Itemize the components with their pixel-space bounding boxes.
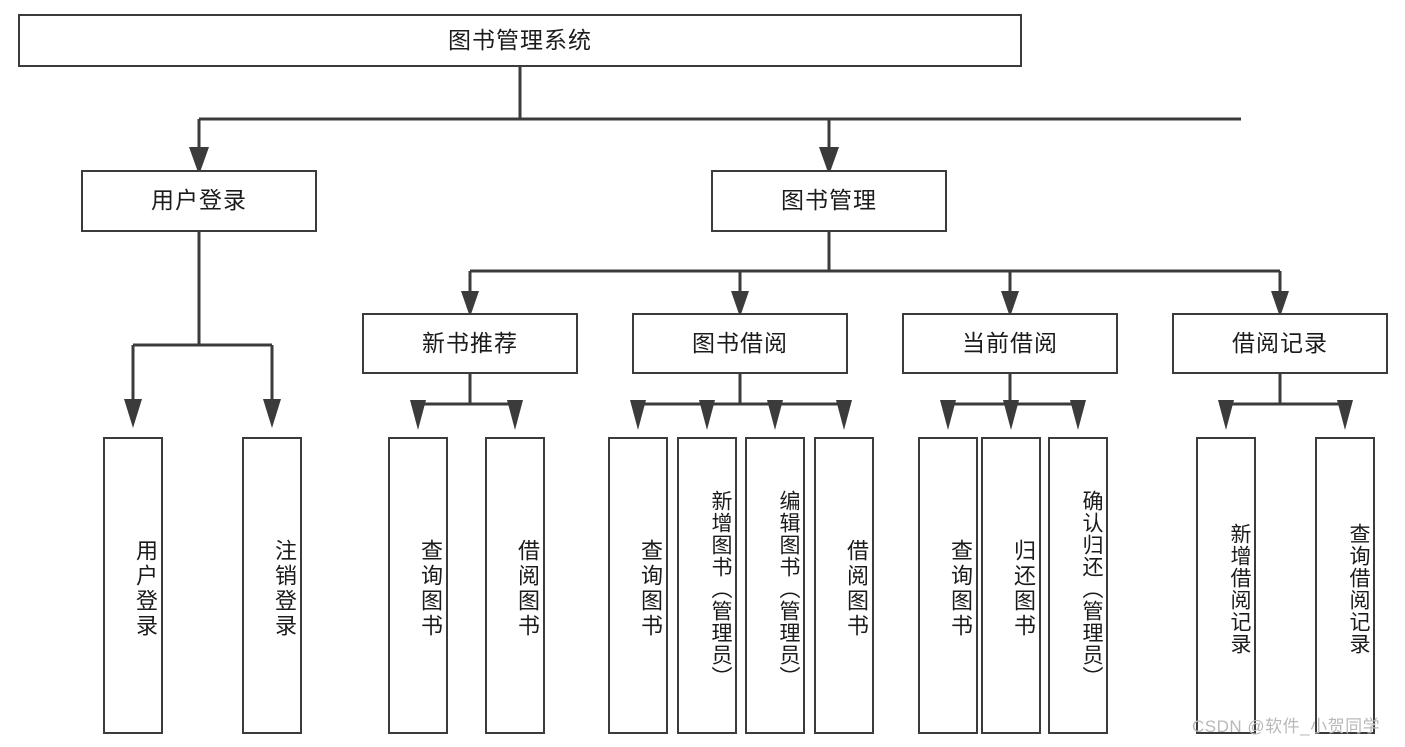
node-leaf-return-book-label: 归还图书 bbox=[1011, 538, 1036, 639]
node-leaf-user-login-label: 用户登录 bbox=[133, 538, 158, 639]
node-user-login[interactable]: 用户登录 bbox=[81, 170, 317, 232]
node-leaf-return-book[interactable]: 归还图书 bbox=[981, 437, 1041, 734]
node-borrow-record[interactable]: 借阅记录 bbox=[1172, 313, 1388, 374]
node-new-book-recommend[interactable]: 新书推荐 bbox=[362, 313, 578, 374]
node-leaf-query-record-label: 查询借阅记录 bbox=[1347, 522, 1370, 655]
node-leaf-confirm-return-label: 确认归还（管理员） bbox=[1080, 489, 1103, 688]
node-leaf-add-book-label: 新增图书（管理员） bbox=[709, 489, 732, 688]
node-root[interactable]: 图书管理系统 bbox=[18, 14, 1022, 67]
node-book-borrow-label: 图书借阅 bbox=[692, 329, 788, 356]
node-leaf-add-record-label: 新增借阅记录 bbox=[1228, 522, 1251, 655]
arrowhead-leaf-borrow-book-1 bbox=[507, 400, 523, 430]
arrowhead-leaf-edit-book bbox=[767, 400, 783, 430]
node-current-borrow-label: 当前借阅 bbox=[962, 329, 1058, 356]
arrowhead-leaf-user-login bbox=[124, 399, 142, 428]
node-leaf-query-book-2-label: 查询图书 bbox=[638, 538, 663, 639]
node-leaf-borrow-book-2-label: 借阅图书 bbox=[844, 538, 869, 639]
node-leaf-add-book[interactable]: 新增图书（管理员） bbox=[677, 437, 737, 734]
node-leaf-edit-book-label: 编辑图书（管理员） bbox=[777, 489, 800, 688]
node-borrow-record-label: 借阅记录 bbox=[1232, 329, 1328, 356]
node-leaf-user-login[interactable]: 用户登录 bbox=[103, 437, 163, 734]
node-book-management-label: 图书管理 bbox=[781, 187, 877, 214]
arrowhead-leaf-query-book-1 bbox=[410, 400, 426, 430]
node-leaf-confirm-return[interactable]: 确认归还（管理员） bbox=[1048, 437, 1108, 734]
node-leaf-query-book-2[interactable]: 查询图书 bbox=[608, 437, 668, 734]
node-leaf-user-logout-label: 注销登录 bbox=[272, 538, 297, 639]
node-root-label: 图书管理系统 bbox=[448, 26, 592, 53]
node-book-borrow[interactable]: 图书借阅 bbox=[632, 313, 848, 374]
node-leaf-query-book-3-label: 查询图书 bbox=[948, 538, 973, 639]
arrowhead-leaf-query-record bbox=[1337, 400, 1353, 430]
arrowhead-leaf-confirm-return bbox=[1070, 400, 1086, 430]
node-leaf-borrow-book-1[interactable]: 借阅图书 bbox=[485, 437, 545, 734]
node-current-borrow[interactable]: 当前借阅 bbox=[902, 313, 1118, 374]
node-leaf-borrow-book-1-label: 借阅图书 bbox=[515, 538, 540, 639]
node-leaf-query-book-3[interactable]: 查询图书 bbox=[918, 437, 978, 734]
node-leaf-query-book-1[interactable]: 查询图书 bbox=[388, 437, 448, 734]
node-leaf-borrow-book-2[interactable]: 借阅图书 bbox=[814, 437, 874, 734]
node-leaf-add-record[interactable]: 新增借阅记录 bbox=[1196, 437, 1256, 734]
csdn-watermark: CSDN @软件_小贺同学 bbox=[1192, 717, 1381, 736]
arrowhead-leaf-add-book bbox=[699, 400, 715, 430]
arrowhead-leaf-query-book-3 bbox=[940, 400, 956, 430]
node-leaf-edit-book[interactable]: 编辑图书（管理员） bbox=[745, 437, 805, 734]
node-book-management[interactable]: 图书管理 bbox=[711, 170, 947, 232]
arrowhead-leaf-borrow-book-2 bbox=[836, 400, 852, 430]
node-new-book-recommend-label: 新书推荐 bbox=[422, 329, 518, 356]
node-leaf-query-book-1-label: 查询图书 bbox=[418, 538, 443, 639]
arrowhead-leaf-return-book bbox=[1003, 400, 1019, 430]
arrowhead-leaf-user-logout bbox=[263, 399, 281, 428]
node-leaf-user-logout[interactable]: 注销登录 bbox=[242, 437, 302, 734]
node-user-login-label: 用户登录 bbox=[151, 187, 247, 214]
arrowhead-leaf-add-record bbox=[1218, 400, 1234, 430]
node-leaf-query-record[interactable]: 查询借阅记录 bbox=[1315, 437, 1375, 734]
arrowhead-leaf-query-book-2 bbox=[630, 400, 646, 430]
